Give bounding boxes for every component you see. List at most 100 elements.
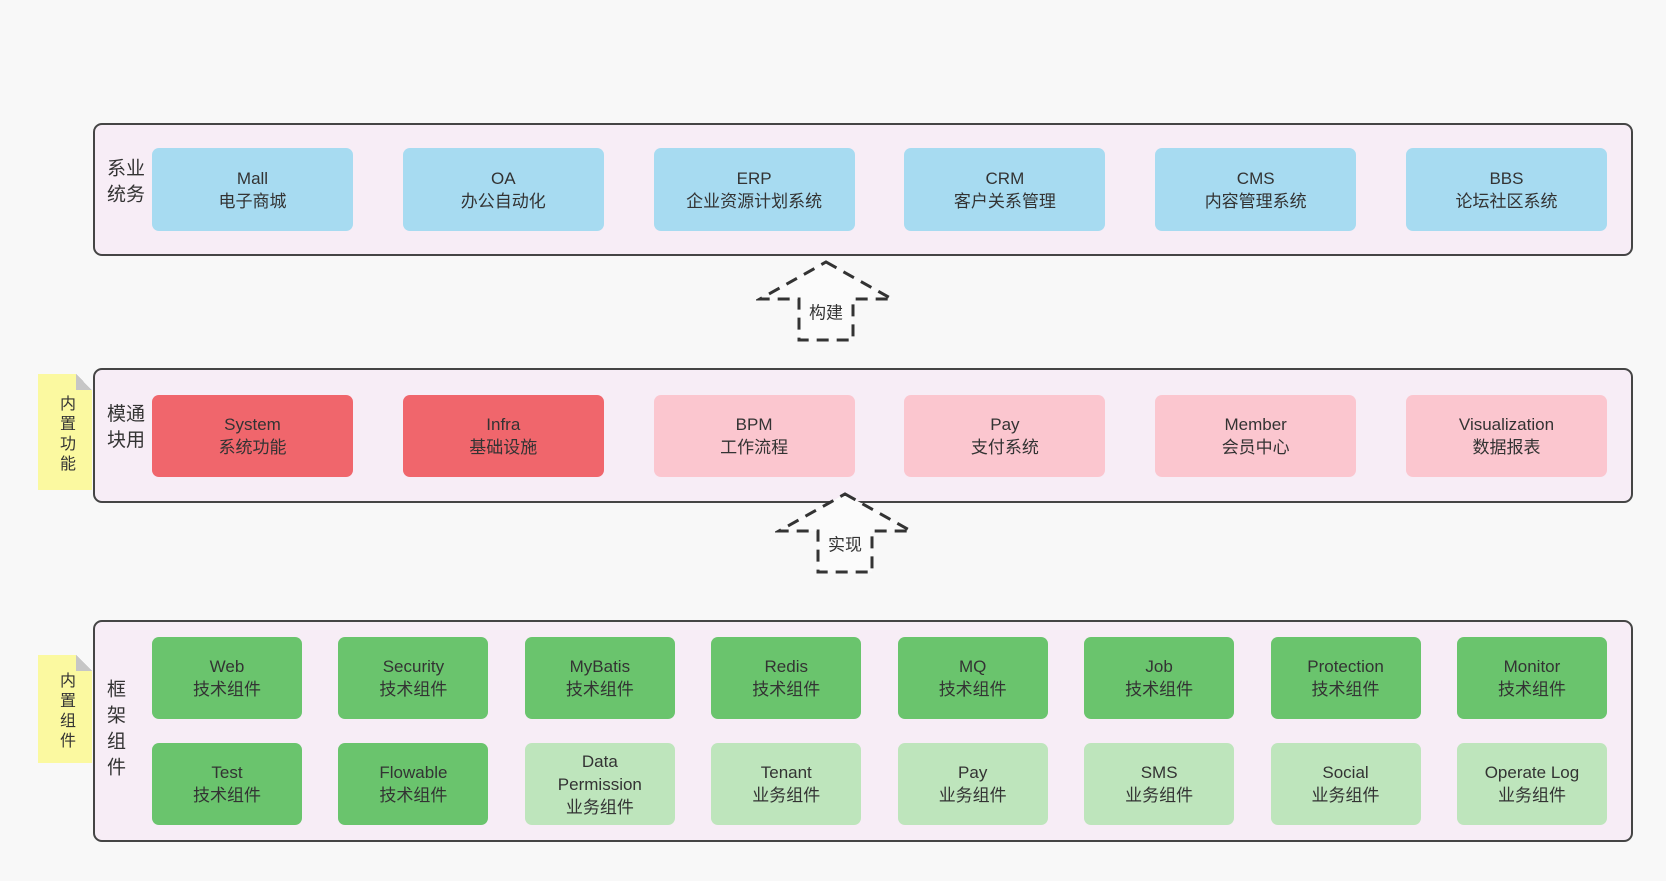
box-subtitle: 内容管理系统 (1204, 191, 1307, 211)
module-box-flowable: Flowable 技术组件 (338, 743, 489, 825)
arrow-label-implement: 实现 (825, 529, 865, 557)
module-box-test: Test 技术组件 (152, 743, 302, 825)
sticky-note-builtin-features: 内置功能 (38, 374, 92, 490)
box-title: Redis (764, 657, 808, 676)
box-subtitle: 技术组件 (193, 680, 261, 699)
module-box-mall: Mall 电子商城 (152, 148, 353, 231)
box-title: ERP (736, 168, 772, 188)
box-subtitle: 支付系统 (970, 437, 1039, 457)
module-box-crm: CRM 客户关系管理 (904, 148, 1106, 231)
module-box-infra: Infra 基础设施 (402, 394, 604, 477)
module-box-mq: MQ 技术组件 (897, 637, 1048, 719)
box-title: CRM (985, 168, 1025, 188)
box-title: Protection (1307, 657, 1384, 676)
box-subtitle: 会员中心 (1221, 437, 1290, 457)
arrow-label-build: 构建 (806, 297, 846, 325)
box-title: Mall (236, 168, 269, 188)
module-box-social: Social 业务组件 (1270, 743, 1421, 825)
sticky-fold-corner-icon (76, 374, 92, 390)
box-title: Operate Log (1484, 763, 1580, 782)
box-title: Tenant (760, 763, 812, 782)
box-title: Web (209, 657, 245, 676)
box-subtitle: 基础设施 (469, 437, 538, 457)
box-title: Pay (958, 763, 988, 782)
box-subtitle: 业务组件 (938, 786, 1007, 805)
box-subtitle: 数据报表 (1472, 437, 1541, 457)
box-subtitle: 系统功能 (218, 437, 287, 457)
layer-label: 业务系统 (104, 157, 144, 210)
box-title: BPM (735, 414, 773, 434)
box-subtitle: 客户关系管理 (953, 191, 1056, 211)
box-row: Mall 电子商城 OA 办公自动化 ERP 企业资源计划系统 CRM 客户关系管理 CMS 内容… (152, 148, 1607, 231)
box-title: Test (211, 763, 243, 782)
module-box-member: Member 会员中心 (1155, 394, 1357, 477)
box-title: SMS (1140, 763, 1178, 782)
box-subtitle: 论坛社区系统 (1455, 191, 1558, 211)
sticky-label: 内置功能 (57, 395, 74, 475)
module-box-sms: SMS 业务组件 (1084, 743, 1235, 825)
box-title: Job (1145, 657, 1173, 676)
box-subtitle: 技术组件 (379, 680, 448, 699)
sticky-label: 内置组件 (57, 672, 74, 752)
box-title: OA (491, 168, 516, 188)
dashed-up-arrow-build: 构建 (756, 259, 896, 343)
sticky-fold-corner-icon (76, 655, 92, 671)
box-title: MyBatis (569, 657, 631, 676)
box-subtitle: 业务组件 (1311, 786, 1380, 805)
module-box-cms: CMS 内容管理系统 (1155, 148, 1357, 231)
box-title: MQ (958, 657, 987, 676)
box-subtitle: 电子商城 (218, 191, 287, 211)
box-subtitle: 业务组件 (1497, 786, 1566, 805)
module-box-redis: Redis 技术组件 (711, 637, 862, 719)
box-title: CMS (1236, 168, 1275, 188)
module-box-operate-log: Operate Log 业务组件 (1456, 743, 1607, 825)
box-subtitle: 技术组件 (1125, 680, 1194, 699)
module-box-job: Job 技术组件 (1084, 637, 1235, 719)
module-box-bpm: BPM 工作流程 (653, 394, 855, 477)
box-subtitle: 业务组件 (565, 797, 634, 817)
box-subtitle: 工作流程 (720, 437, 789, 457)
sticky-note-builtin-components: 内置组件 (38, 655, 92, 763)
module-box-pay: Pay 业务组件 (897, 743, 1048, 825)
box-title: Infra (486, 414, 521, 434)
module-box-pay: Pay 支付系统 (904, 394, 1106, 477)
box-subtitle: 技术组件 (752, 680, 821, 699)
box-title: Data Permission (557, 751, 642, 794)
module-box-bbs: BBS 论坛社区系统 (1405, 148, 1607, 231)
module-box-data-permission: Data Permission 业务组件 (524, 743, 675, 825)
box-title: Visualization (1458, 414, 1555, 434)
dashed-up-arrow-implement: 实现 (775, 491, 915, 575)
box-subtitle: 办公自动化 (460, 191, 546, 211)
module-box-security: Security 技术组件 (338, 637, 489, 719)
box-title: Flowable (379, 763, 448, 782)
layer-label: 通用模块 (104, 402, 144, 455)
box-title: BBS (1489, 168, 1524, 188)
box-subtitle: 技术组件 (379, 786, 448, 805)
box-row: Test 技术组件 Flowable 技术组件 Data Permission 业务组件 T… (152, 743, 1607, 825)
box-subtitle: 技术组件 (1311, 680, 1380, 699)
layer-boxes: Mall 电子商城 OA 办公自动化 ERP 企业资源计划系统 CRM 客户关系管理 CMS 内容… (152, 125, 1607, 254)
layer-label: 框架组件 (104, 679, 125, 783)
box-subtitle: 技术组件 (938, 680, 1007, 699)
box-title: Monitor (1503, 657, 1561, 676)
box-title: Pay (990, 414, 1020, 434)
box-subtitle: 业务组件 (1125, 786, 1194, 805)
box-title: Social (1322, 763, 1369, 782)
module-box-erp: ERP 企业资源计划系统 (653, 148, 855, 231)
module-box-oa: OA 办公自动化 (402, 148, 604, 231)
box-subtitle: 技术组件 (193, 786, 261, 805)
box-title: Member (1224, 414, 1287, 434)
box-title: Security (382, 657, 445, 676)
box-subtitle: 技术组件 (565, 680, 634, 699)
box-subtitle: 企业资源计划系统 (686, 191, 823, 211)
module-box-mybatis: MyBatis 技术组件 (524, 637, 675, 719)
